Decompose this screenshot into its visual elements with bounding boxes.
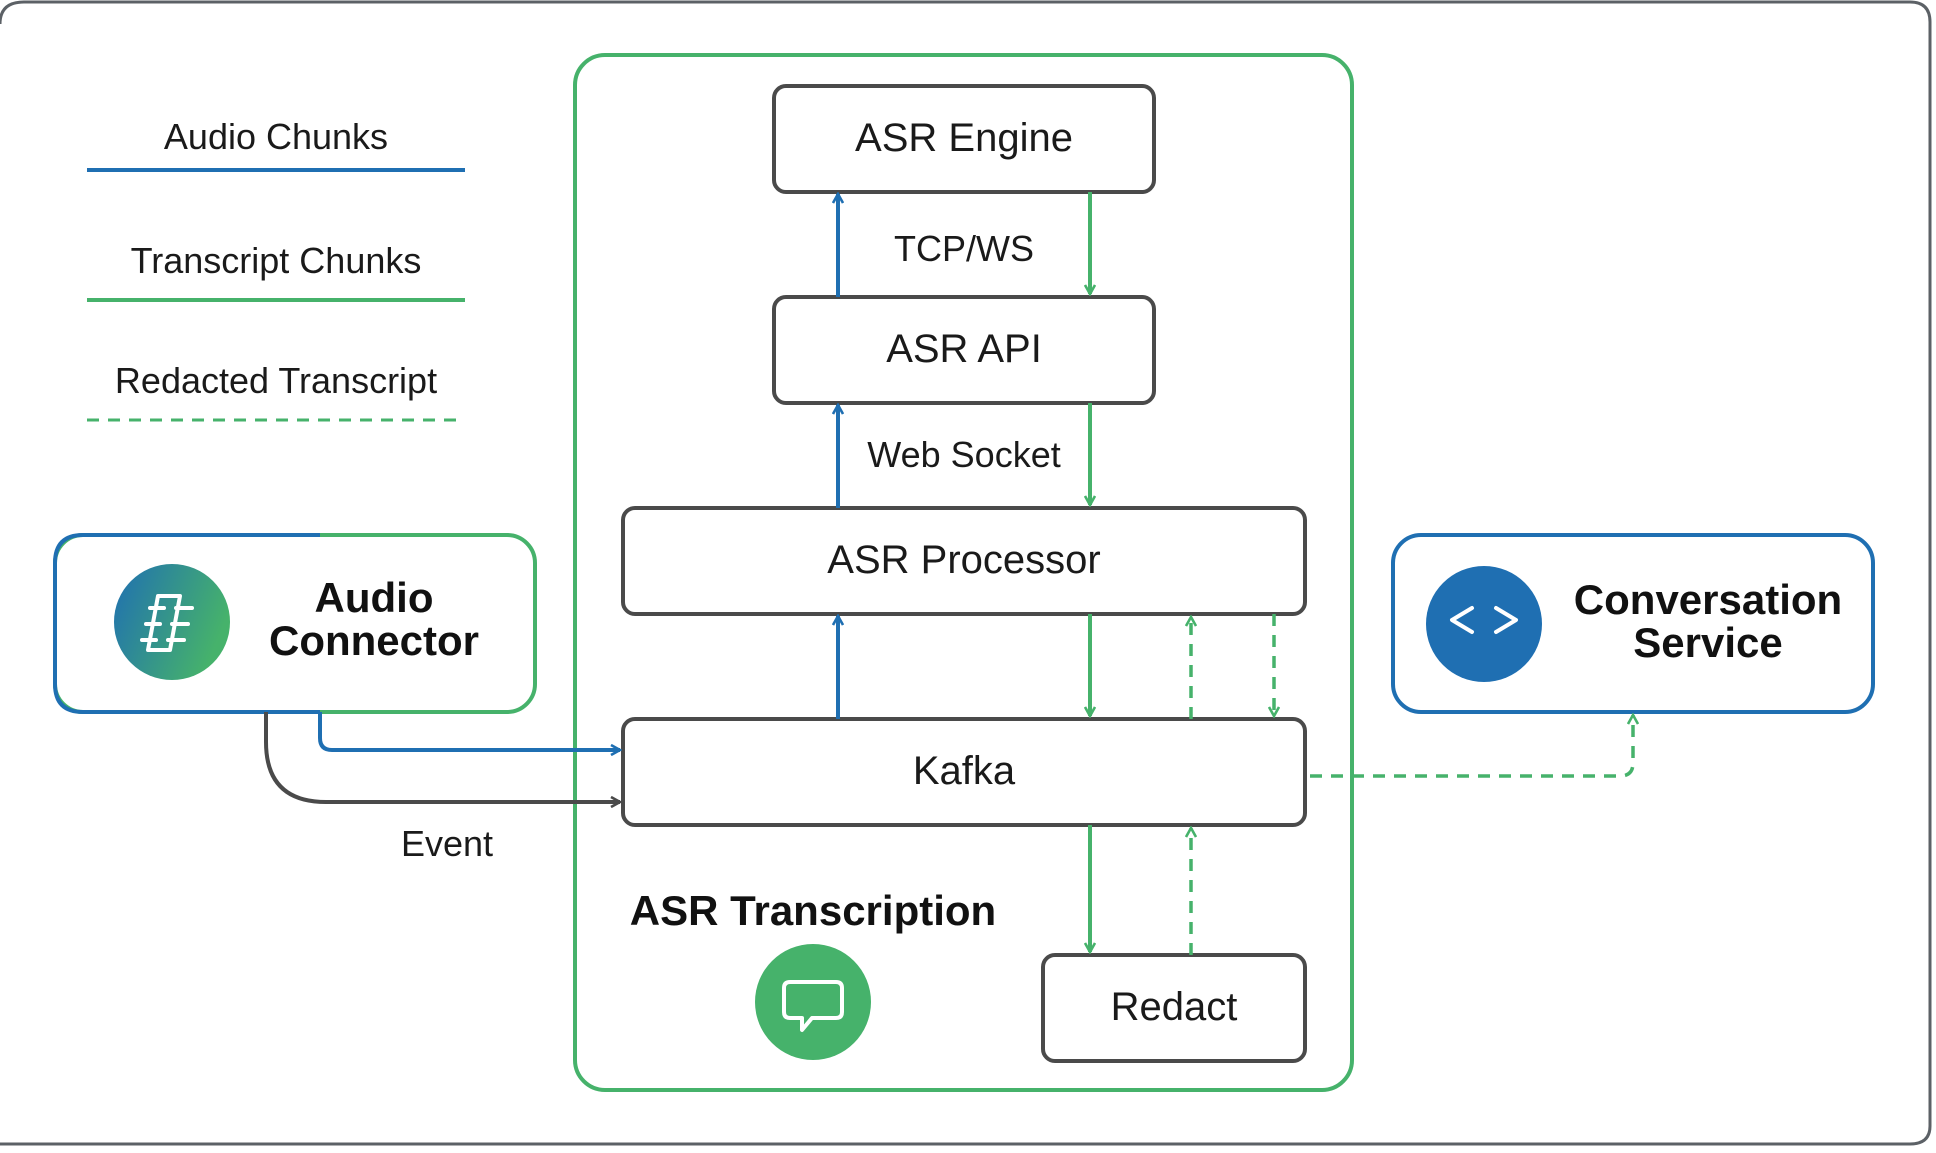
asr-processor-label: ASR Processor (827, 538, 1100, 582)
asr-engine-label: ASR Engine (855, 116, 1073, 160)
asr-api-label: ASR API (886, 327, 1042, 371)
legend-transcript-chunks-label: Transcript Chunks (131, 240, 422, 281)
asr-transcription-group (573, 53, 1354, 1092)
audio-connector-box-blue-edge (53, 533, 320, 714)
redact-label: Redact (1111, 985, 1238, 1029)
conversation-service-icon-circle (1426, 566, 1542, 682)
edge-redacted-kafka-to-conversation-service (1310, 715, 1633, 778)
edge-event-connector-to-kafka (264, 712, 620, 802)
audio-connector-label-line1: Audio (315, 574, 434, 621)
edge-label-tcp-ws: TCP/WS (894, 228, 1034, 269)
edge-audio-connector-to-kafka (318, 712, 620, 750)
asr-processor-box[interactable] (621, 506, 1307, 616)
edge-label-web-socket: Web Socket (867, 434, 1060, 475)
asr-transcription-icon-circle (755, 944, 871, 1060)
edge-label-event: Event (401, 823, 493, 864)
redact-box[interactable] (1041, 953, 1307, 1063)
conversation-service-label-line1: Conversation (1574, 576, 1842, 623)
audio-connector-label-line2: Connector (269, 617, 479, 664)
connector-chip-icon (140, 594, 194, 652)
code-brackets-icon (1450, 606, 1518, 634)
legend: Audio Chunks Transcript Chunks Redacted … (87, 116, 465, 422)
kafka-label: Kafka (913, 749, 1016, 793)
asr-transcription-title: ASR Transcription (630, 887, 996, 934)
legend-audio-chunks-label: Audio Chunks (164, 116, 388, 157)
asr-engine-box[interactable] (772, 84, 1156, 194)
kafka-box[interactable] (621, 717, 1307, 827)
conversation-service-label-line2: Service (1633, 619, 1782, 666)
legend-redacted-transcript-label: Redacted Transcript (115, 360, 437, 401)
asr-api-box[interactable] (772, 295, 1156, 405)
chat-bubble-icon (782, 980, 844, 1032)
